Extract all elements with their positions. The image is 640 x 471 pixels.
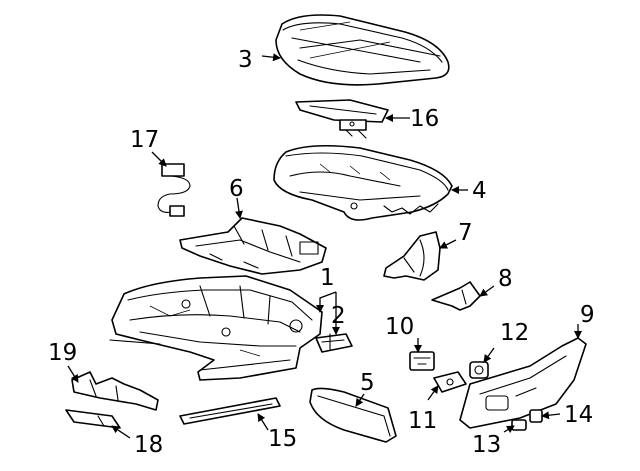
leader-15: [257, 413, 269, 431]
part-4-cushion-pan: [273, 144, 453, 221]
leader-6: [235, 197, 243, 219]
callout-8: 8: [498, 266, 513, 292]
callout-7: 7: [458, 220, 473, 246]
callout-5: 5: [360, 370, 375, 396]
part-9-side-shield: [459, 337, 587, 429]
part-2-actuator: [315, 333, 353, 353]
part-13-knob: [511, 419, 527, 431]
leader-5: [355, 393, 365, 407]
part-10-switch: [409, 351, 435, 371]
part-3-cushion-cover: [275, 14, 450, 86]
callout-11: 11: [408, 408, 437, 434]
callout-13: 13: [472, 432, 501, 458]
callout-2: 2: [331, 303, 346, 329]
leader-11: [427, 385, 439, 401]
callout-1: 1: [320, 265, 335, 291]
leader-8: [479, 285, 495, 297]
callout-14: 14: [564, 402, 593, 428]
part-15-track-cover: [179, 397, 281, 425]
callout-3: 3: [238, 47, 253, 73]
part-16-cushion-bracket: [295, 99, 389, 139]
part-1-adjuster: [109, 275, 323, 381]
callout-12: 12: [500, 320, 529, 346]
leader-14: [541, 411, 561, 420]
callout-19: 19: [48, 340, 77, 366]
leader-1: [316, 291, 337, 313]
part-19-bracket: [71, 371, 159, 411]
leader-19: [67, 365, 79, 383]
callout-10: 10: [385, 314, 414, 340]
leader-17: [151, 151, 167, 167]
part-18-cover: [65, 409, 121, 429]
callout-labels: 3 16 4 17 6 7 8 9 1 2 10 12 11 13 14 5 1…: [48, 47, 595, 458]
callout-6: 6: [229, 176, 244, 202]
leader-3: [261, 53, 281, 62]
leader-lines: [67, 53, 582, 439]
part-12-knob-switch: [469, 361, 489, 379]
part-8-bracket: [431, 281, 481, 311]
leader-18: [111, 425, 131, 439]
callout-15: 15: [268, 426, 297, 452]
callout-4: 4: [472, 178, 487, 204]
callout-9: 9: [580, 302, 595, 328]
part-11-switch-bezel: [433, 371, 467, 393]
callout-17: 17: [130, 127, 159, 153]
part-7-trim-panel: [383, 231, 441, 281]
leader-7: [439, 239, 457, 249]
part-17-harness: [157, 163, 191, 217]
part-6-frame: [179, 217, 327, 275]
part-14-knob: [529, 409, 543, 423]
callout-18: 18: [134, 432, 163, 458]
leader-13: [503, 425, 515, 434]
part-5-finish-panel: [309, 387, 397, 443]
callout-16: 16: [410, 106, 439, 132]
leader-12: [483, 347, 495, 363]
